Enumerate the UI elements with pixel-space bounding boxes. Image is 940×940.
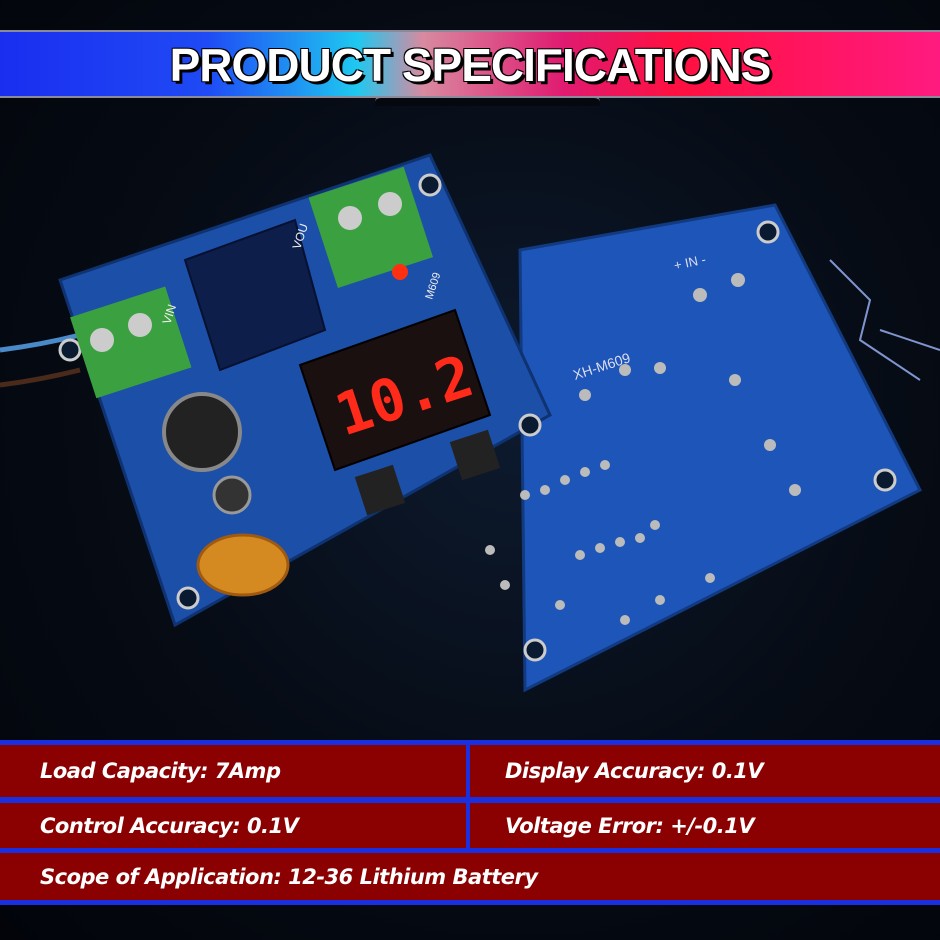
header-notch: [375, 96, 600, 106]
pcb-back: XH-M609 + IN -: [485, 203, 923, 693]
product-photo: XH-M609 + IN - 10.2: [0, 153, 940, 693]
relay: [183, 218, 327, 372]
terminal-block-in: [70, 286, 192, 399]
button-plus: [354, 464, 406, 516]
inductor-coil: [196, 533, 290, 597]
pcb-front: 10.2 VIN VOU M609: [58, 153, 552, 628]
spec-scope-of-application: Scope of Application: 12-36 Lithium Batt…: [0, 853, 940, 900]
status-led: [392, 264, 408, 280]
wire-brown: [0, 367, 81, 388]
spec-display-accuracy: Display Accuracy: 0.1V: [470, 745, 940, 797]
header-banner: PRODUCT SPECIFICATIONS: [0, 30, 940, 98]
back-in-label: + IN -: [673, 252, 708, 273]
page-title: PRODUCT SPECIFICATIONS: [169, 39, 772, 91]
capacitor: [162, 392, 252, 515]
spec-load-capacity: Load Capacity: 7Amp: [0, 745, 466, 797]
led-display: 10.2: [298, 308, 492, 472]
button-minus: [449, 429, 501, 481]
specs-table: Load Capacity: 7Amp Display Accuracy: 0.…: [0, 740, 940, 905]
spec-voltage-error: Voltage Error: +/-0.1V: [470, 803, 940, 848]
spec-control-accuracy: Control Accuracy: 0.1V: [0, 803, 466, 848]
wire-blue: [0, 332, 81, 353]
vin-label: VIN: [160, 303, 179, 326]
terminal-block-out: [308, 166, 434, 289]
